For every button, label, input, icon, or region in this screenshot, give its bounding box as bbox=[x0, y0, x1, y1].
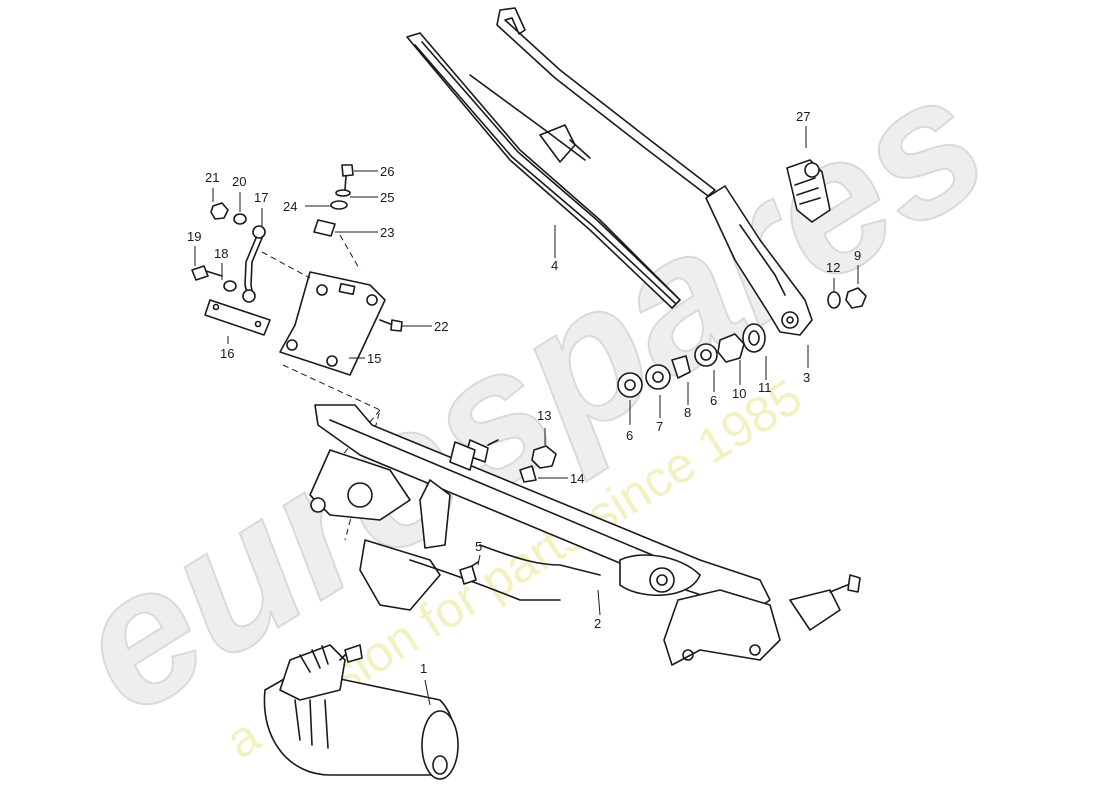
watermark: eurospares a passion for parts since 198… bbox=[38, 31, 1021, 769]
callout-6a: 6 bbox=[626, 428, 633, 443]
ground-strap bbox=[242, 225, 266, 303]
callout-7: 7 bbox=[656, 419, 663, 434]
wiper-arm bbox=[496, 7, 813, 336]
clip-part bbox=[786, 159, 831, 223]
nut-13-clip-14 bbox=[519, 445, 557, 483]
callout-6b: 6 bbox=[710, 393, 717, 408]
wiper-blade bbox=[406, 32, 681, 309]
watermark-brand: eurospares bbox=[39, 32, 1020, 755]
callout-13: 13 bbox=[537, 408, 551, 423]
bolt-washer-set bbox=[191, 202, 247, 292]
callout-27: 27 bbox=[796, 109, 810, 124]
callout-1: 1 bbox=[420, 661, 427, 676]
washer-stack bbox=[617, 323, 766, 398]
mounting-plate bbox=[279, 271, 386, 376]
callout-18: 18 bbox=[214, 246, 228, 261]
callout-23: 23 bbox=[380, 225, 394, 240]
small-fasteners bbox=[827, 287, 867, 309]
callout-16: 16 bbox=[220, 346, 234, 361]
callout-9: 9 bbox=[854, 248, 861, 263]
callout-12: 12 bbox=[826, 260, 840, 275]
callout-3: 3 bbox=[803, 370, 810, 385]
callout-10: 10 bbox=[732, 386, 746, 401]
callout-17: 17 bbox=[254, 190, 268, 205]
callout-2: 2 bbox=[594, 616, 601, 631]
callout-labels: 1 2 3 4 5 6 7 8 6 10 11 12 9 13 14 15 16… bbox=[187, 109, 861, 676]
strip bbox=[204, 299, 271, 336]
callout-25: 25 bbox=[380, 190, 394, 205]
callout-5: 5 bbox=[475, 539, 482, 554]
callout-19: 19 bbox=[187, 229, 201, 244]
bolt-22 bbox=[379, 319, 403, 332]
callout-26: 26 bbox=[380, 164, 394, 179]
callout-4: 4 bbox=[551, 258, 558, 273]
wiper-motor bbox=[263, 644, 459, 780]
linkage-assembly bbox=[309, 404, 861, 666]
callout-15: 15 bbox=[367, 351, 381, 366]
upper-fasteners bbox=[313, 164, 354, 237]
callout-8: 8 bbox=[684, 405, 691, 420]
callout-11: 11 bbox=[758, 380, 772, 395]
callout-14: 14 bbox=[570, 471, 584, 486]
callout-21: 21 bbox=[205, 170, 219, 185]
stud-5 bbox=[459, 561, 479, 585]
callout-20: 20 bbox=[232, 174, 246, 189]
callout-22: 22 bbox=[434, 319, 448, 334]
leader-lines bbox=[194, 126, 859, 706]
callout-24: 24 bbox=[283, 199, 297, 214]
